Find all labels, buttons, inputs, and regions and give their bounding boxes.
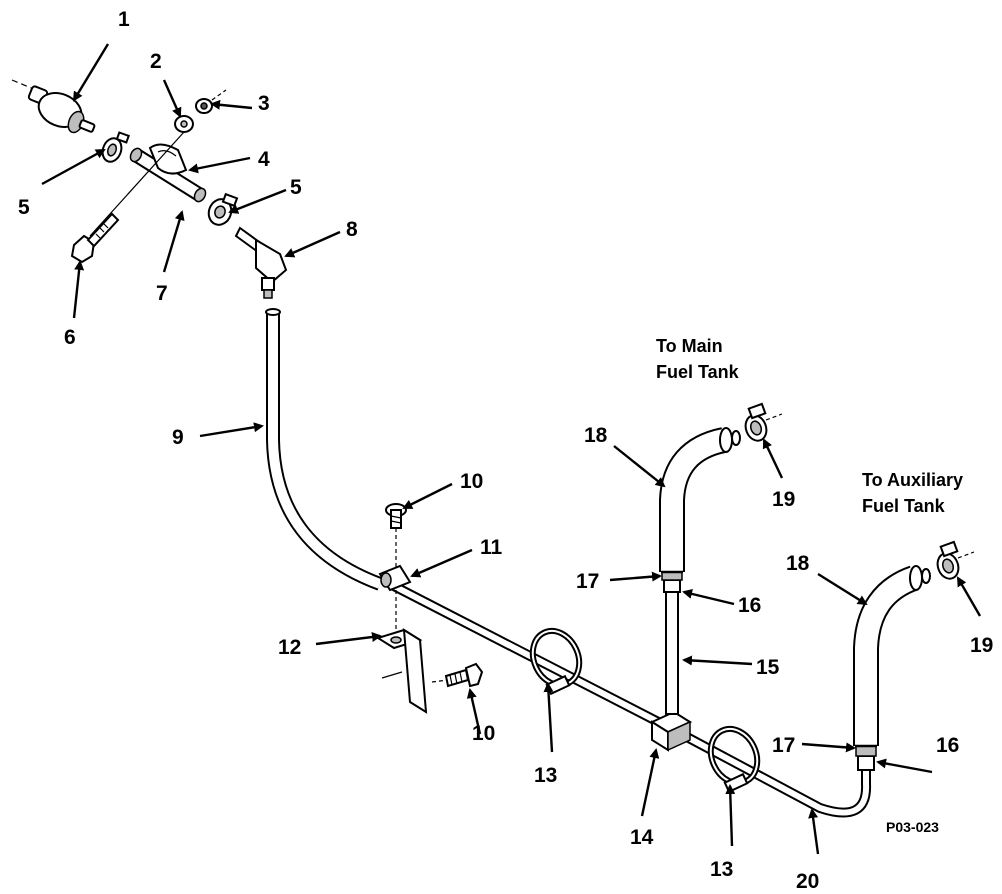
part-5-clamp-right	[207, 192, 239, 226]
callout-10-side: 10	[472, 722, 495, 745]
callout-11: 11	[480, 536, 503, 559]
part-19-clamp-aux	[936, 540, 975, 580]
callout-17-aux: 17	[772, 734, 795, 757]
callout-13-right: 13	[710, 858, 733, 881]
figure-code: P03-023	[886, 819, 939, 835]
callout-labels: 1 2 3 4 5 5 6 7 8 9 10 10 11 12 13 13 14…	[18, 8, 993, 893]
note-main-tank-line1: To Main	[656, 336, 723, 356]
callout-7: 7	[156, 282, 168, 305]
callout-8: 8	[346, 218, 358, 241]
callout-19-main: 19	[772, 488, 795, 511]
part-7-tube	[129, 147, 207, 203]
part-12-bracket	[375, 590, 428, 714]
note-main-tank-line2: Fuel Tank	[656, 362, 740, 382]
part-19-clamp-main	[744, 402, 783, 442]
upper-fitting-assembly	[11, 79, 288, 299]
part-10-bolt-top	[385, 503, 407, 570]
part-15-tube	[665, 589, 679, 715]
part-18-hose-aux	[853, 565, 931, 748]
part-8-elbow	[234, 226, 288, 299]
callout-4: 4	[258, 148, 270, 171]
note-aux-tank-line1: To Auxiliary	[862, 470, 963, 490]
leader-arrows	[41, 43, 982, 855]
callout-19-aux: 19	[970, 634, 993, 657]
callout-17-main: 17	[576, 570, 599, 593]
callout-18-main: 18	[584, 424, 608, 447]
callout-16-aux: 16	[936, 734, 959, 757]
callout-6: 6	[64, 326, 76, 349]
callout-15: 15	[756, 656, 780, 679]
callout-18-aux: 18	[786, 552, 810, 575]
callout-2: 2	[150, 50, 162, 73]
callout-14: 14	[630, 826, 654, 849]
callout-5-left: 5	[18, 196, 30, 219]
part-20-tube	[387, 579, 872, 818]
notes: To Main Fuel Tank To Auxiliary Fuel Tank…	[656, 336, 963, 835]
callout-3: 3	[258, 92, 270, 115]
callout-5-right: 5	[290, 176, 302, 199]
part-10-bolt-side	[431, 662, 484, 688]
part-3-nut	[195, 89, 227, 114]
callout-12: 12	[278, 636, 301, 659]
part-1-valve	[27, 85, 96, 134]
part-9-tube	[265, 308, 383, 591]
part-11-clip	[378, 564, 412, 592]
callout-1: 1	[118, 8, 130, 31]
callout-16-main: 16	[738, 594, 761, 617]
note-aux-tank-line2: Fuel Tank	[862, 496, 946, 516]
part-14-tee	[649, 710, 693, 752]
callout-10-top: 10	[460, 470, 483, 493]
part-18-hose-main	[659, 427, 741, 574]
part-2-washer	[174, 115, 194, 133]
part-6-bolt	[70, 131, 185, 264]
part-16-fitting-main	[661, 571, 683, 593]
callout-20: 20	[796, 870, 819, 893]
callout-9: 9	[172, 426, 184, 449]
callout-13-left: 13	[534, 764, 557, 787]
part-16-fitting-aux	[855, 745, 877, 771]
part-5-clamp-left	[101, 131, 131, 163]
